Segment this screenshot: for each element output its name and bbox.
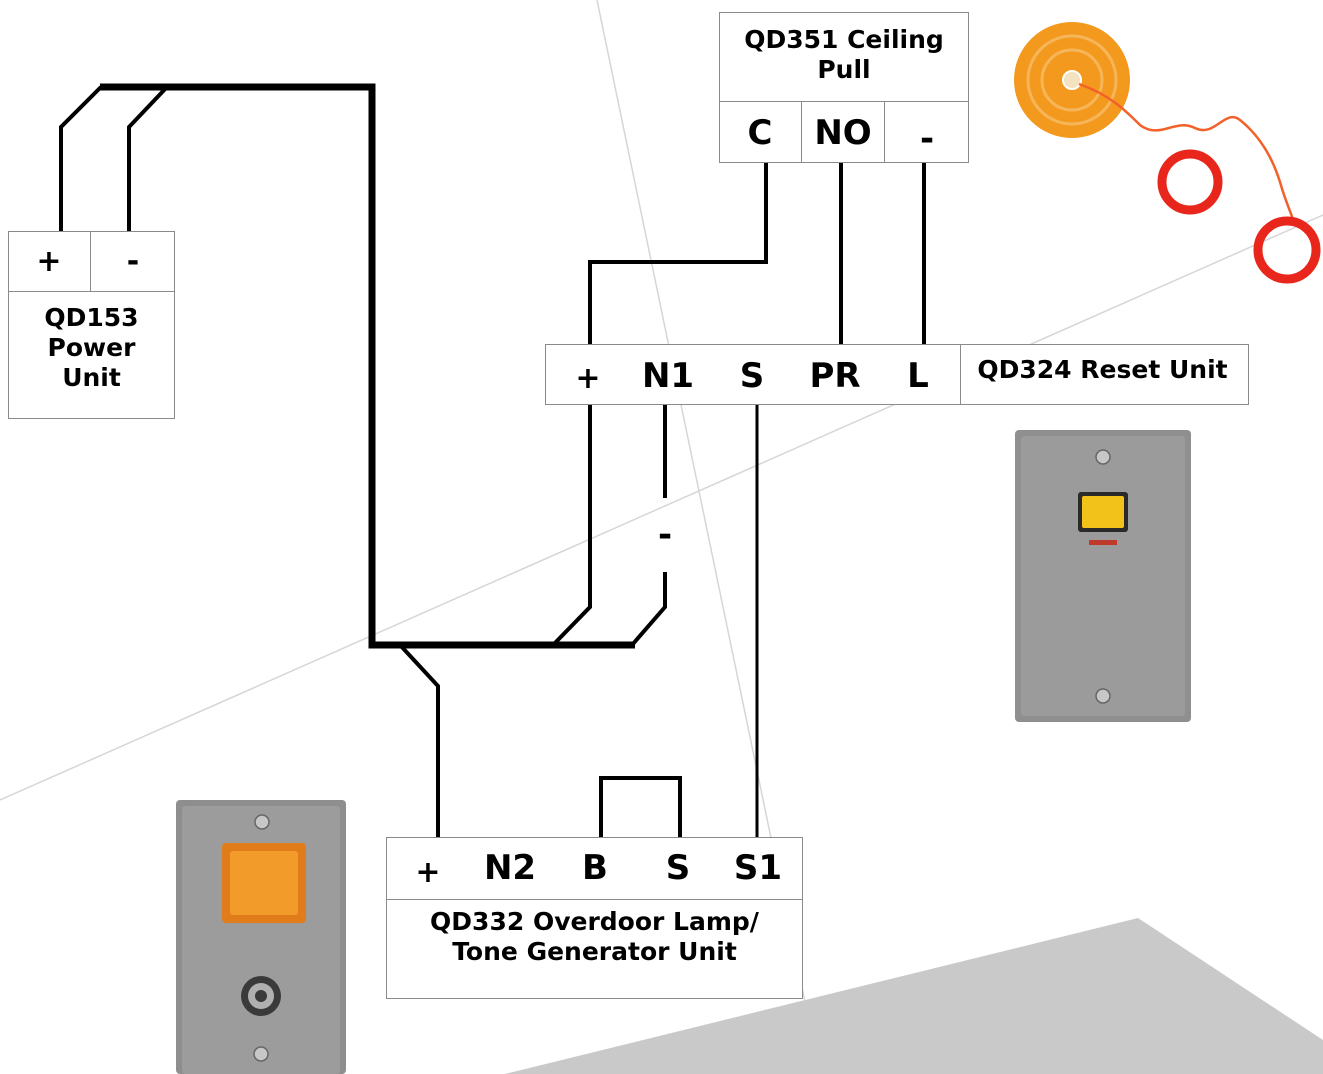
overdoor-unit-box xyxy=(386,837,803,999)
power-positive-wire xyxy=(59,85,103,233)
power-unit-title: QD153 Power Unit xyxy=(44,303,139,392)
reset-unit-title: QD324 Reset Unit xyxy=(977,355,1228,384)
pull-ring xyxy=(1253,216,1321,284)
background-line xyxy=(0,214,1323,801)
power-negative-wire xyxy=(127,85,169,233)
n1-wire-label: - xyxy=(657,515,673,555)
ceiling-c-wire xyxy=(588,163,768,345)
reset-pr-terminal: PR xyxy=(809,356,861,396)
reset-unit-label-box xyxy=(960,344,1249,405)
pull-ring xyxy=(1157,149,1223,215)
ceiling-c-terminal: C xyxy=(747,112,773,153)
reset-s-terminal: S xyxy=(739,356,765,396)
power-positive-terminal: + xyxy=(36,243,62,279)
power-negative-terminal: - xyxy=(126,243,140,279)
reset-positive-terminal: + xyxy=(575,360,601,396)
wires xyxy=(59,83,926,838)
overdoor-s-terminal: S xyxy=(665,848,691,888)
overdoor-s1-terminal: S1 xyxy=(733,848,783,888)
overdoor-n2-terminal: N2 xyxy=(483,848,537,888)
power-unit-box xyxy=(8,231,175,419)
ceiling-negative-terminal: - xyxy=(919,118,935,159)
main-bus-wire xyxy=(100,83,635,649)
pull-cord xyxy=(1078,82,1297,226)
overdoor-b-terminal: B xyxy=(582,848,608,888)
overdoor-lamp-photo xyxy=(176,800,346,1074)
reset-positive-wire xyxy=(551,405,592,647)
ceiling-no-terminal: NO xyxy=(814,112,872,153)
overdoor-positive-wire xyxy=(398,643,440,838)
ceiling-pull-box xyxy=(719,12,969,163)
ceiling-pull-photo xyxy=(1014,22,1321,284)
overdoor-positive-terminal: + xyxy=(415,854,441,890)
b-s-link-wire xyxy=(599,776,682,838)
ceiling-pull-title: QD351 Ceiling Pull xyxy=(744,25,944,84)
overdoor-unit-title: QD332 Overdoor Lamp/ Tone Generator Unit xyxy=(430,907,759,966)
reset-n1-wire-lower xyxy=(630,572,667,647)
background-shape xyxy=(505,918,1323,1074)
reset-n1-terminal: N1 xyxy=(641,356,695,396)
reset-l-terminal: L xyxy=(907,356,929,396)
reset-unit-photo xyxy=(1015,430,1191,722)
reset-unit-terminal-strip xyxy=(545,344,961,405)
